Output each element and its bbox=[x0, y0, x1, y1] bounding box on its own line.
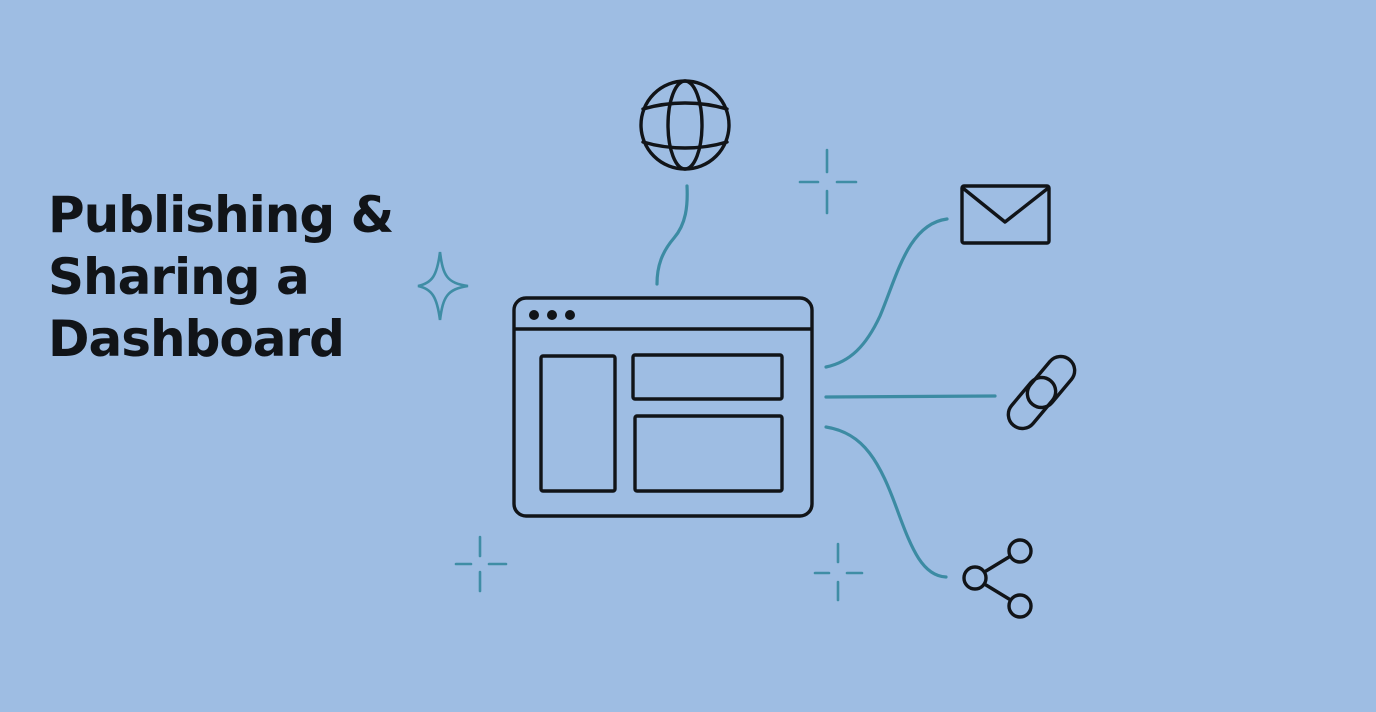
panel-main bbox=[633, 414, 784, 493]
connector-share bbox=[824, 425, 948, 579]
window-dot bbox=[565, 310, 575, 320]
window-dot bbox=[529, 310, 539, 320]
title-line-1: Publishing & bbox=[48, 186, 394, 244]
title-line-2: Sharing a bbox=[48, 248, 310, 306]
window-dot bbox=[547, 310, 557, 320]
sparkle-icon bbox=[417, 251, 469, 321]
panel-top bbox=[631, 353, 784, 401]
sparkle-icon bbox=[454, 535, 508, 593]
globe-icon bbox=[639, 79, 731, 171]
dashboard-window-icon bbox=[512, 296, 814, 518]
link-icon bbox=[1006, 354, 1077, 431]
share-icon bbox=[962, 538, 1033, 619]
window-frame bbox=[512, 296, 814, 518]
sparkle-icon bbox=[798, 148, 858, 215]
window-dots bbox=[529, 310, 575, 320]
connectors bbox=[655, 184, 997, 579]
connector-envelope bbox=[824, 217, 949, 369]
envelope-icon bbox=[960, 184, 1051, 245]
connector-globe bbox=[655, 184, 689, 286]
title-line-3: Dashboard bbox=[48, 310, 345, 368]
sparkles bbox=[417, 148, 864, 602]
page-title: Publishing & Sharing a Dashboard bbox=[48, 184, 468, 370]
connector-link bbox=[824, 394, 997, 399]
sparkle-icon bbox=[813, 542, 864, 602]
panel-sidebar bbox=[539, 354, 617, 493]
